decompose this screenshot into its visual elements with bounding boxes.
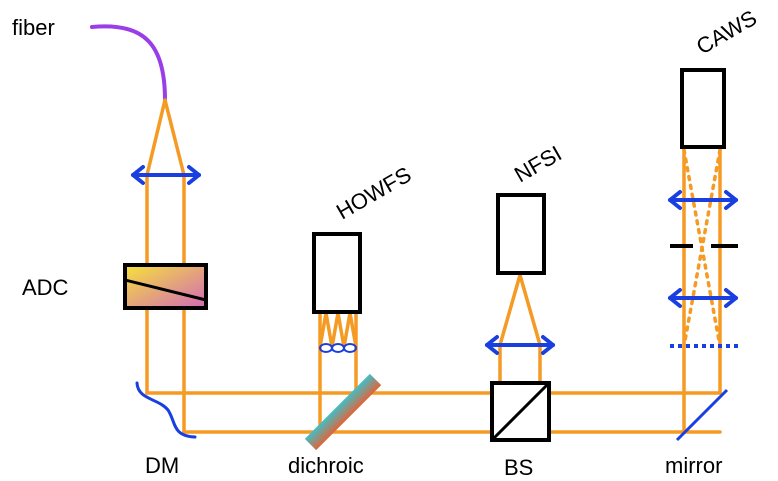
nfsi-detector	[496, 193, 546, 275]
caws-label: CAWS	[692, 5, 761, 59]
dichroic-splitter	[304, 373, 382, 451]
fiber-lens	[131, 165, 201, 185]
caws-detector	[680, 68, 726, 149]
horizontal-beam-path	[145, 391, 722, 434]
howfs-detector	[312, 232, 362, 314]
fold-mirror	[675, 388, 729, 442]
nfsi-lens	[485, 335, 555, 355]
fiber-label: fiber	[12, 15, 55, 40]
bs-label: BS	[504, 455, 533, 480]
howfs-label: HOWFS	[332, 162, 415, 225]
howfs-lenslet-array	[319, 343, 357, 353]
mirror-label: mirror	[665, 453, 722, 478]
caws-lens-upper	[668, 190, 738, 210]
caws-lens-lower	[668, 288, 738, 308]
caws-beam-path	[682, 148, 722, 434]
fiber-cable	[90, 24, 167, 102]
beam-splitter	[490, 381, 551, 442]
nfsi-beam-path	[498, 273, 542, 395]
deformable-mirror	[135, 381, 197, 439]
adc-label: ADC	[22, 275, 69, 300]
dm-label: DM	[145, 453, 179, 478]
nfsi-label: NFSI	[510, 141, 566, 188]
dichroic-label: dichroic	[288, 453, 364, 478]
adc-component	[123, 263, 208, 310]
